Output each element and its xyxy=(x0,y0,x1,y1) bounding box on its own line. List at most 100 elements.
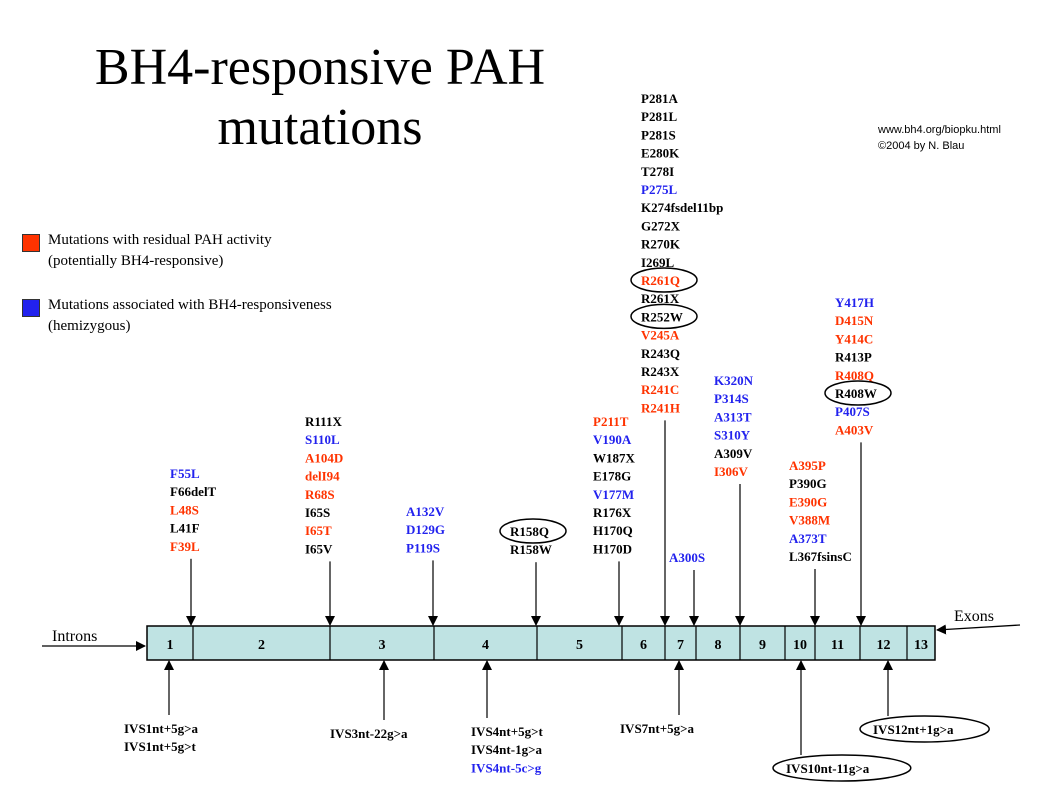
mutation-label: L367fsinsC xyxy=(789,549,852,564)
mutation-label: R252W xyxy=(641,309,683,324)
mutation-label: P211T xyxy=(593,414,629,429)
mutation-label: G272X xyxy=(641,218,681,233)
intron-label: IVS1nt+5g>a xyxy=(124,721,199,736)
mutation-label: W187X xyxy=(593,450,636,465)
mutation-label: V190A xyxy=(593,432,632,447)
mutation-label: V177M xyxy=(593,487,634,502)
mutation-label: Y414C xyxy=(835,331,873,346)
credit: www.bh4.org/biopku.html ©2004 by N. Blau xyxy=(878,122,1001,154)
mutation-label: A313T xyxy=(714,409,752,424)
mutation-label: A373T xyxy=(789,531,827,546)
exon-label-5: 5 xyxy=(576,638,583,653)
mutation-label: F39L xyxy=(170,539,200,554)
credit-copyright: ©2004 by N. Blau xyxy=(878,140,965,152)
mutation-label: R158Q xyxy=(510,524,549,539)
legend-red-swatch xyxy=(22,234,40,252)
mutation-label: D415N xyxy=(835,313,874,328)
mutation-label: H170Q xyxy=(593,523,633,538)
exon-bar xyxy=(146,625,936,661)
mutation-label: D129G xyxy=(406,522,445,537)
intron-label: IVS3nt-22g>a xyxy=(330,726,408,741)
mutation-label: E390G xyxy=(789,494,827,509)
mutation-label: R408Q xyxy=(835,368,874,383)
mutation-label: S310Y xyxy=(714,428,751,443)
mutation-label: R158W xyxy=(510,542,552,557)
exon-label-7: 7 xyxy=(677,638,684,653)
mutation-label: A309V xyxy=(714,446,753,461)
page-title: BH4-responsive PAH mutations xyxy=(40,38,600,158)
mutation-label: T278I xyxy=(641,164,674,179)
mutation-label: V388M xyxy=(789,513,830,528)
intron-label: IVS1nt+5g>t xyxy=(124,739,197,754)
mutation-label: I65T xyxy=(305,523,332,538)
exons-arrow xyxy=(936,624,1021,635)
mutation-label: P275L xyxy=(641,182,677,197)
intron-circle xyxy=(859,715,990,743)
mutation-label: F55L xyxy=(170,466,200,481)
intron-label: IVS4nt-5c>g xyxy=(471,760,542,775)
mutation-label: A132V xyxy=(406,504,445,519)
mutation-label: P407S xyxy=(835,404,870,419)
title-line-2: mutations xyxy=(217,99,423,156)
mutation-label: A104D xyxy=(305,450,343,465)
mutation-label: I65V xyxy=(305,541,333,556)
mutation-label: R111X xyxy=(305,414,342,429)
mutation-label: V245A xyxy=(641,328,680,343)
mutation-label: L41F xyxy=(170,521,200,536)
intron-circle xyxy=(772,754,912,782)
mutation-label: P119S xyxy=(406,540,440,555)
mutation-label: R68S xyxy=(305,487,335,502)
mutation-label: R408W xyxy=(835,386,877,401)
mutation-label: R241H xyxy=(641,400,680,415)
mutation-label: E280K xyxy=(641,146,680,161)
mutation-circle xyxy=(630,267,698,293)
exon-label-13: 13 xyxy=(914,638,928,653)
mutation-label: L48S xyxy=(170,502,199,517)
mutation-circle xyxy=(630,303,698,330)
mutation-label: A395P xyxy=(789,458,826,473)
mutation-label: R176X xyxy=(593,505,632,520)
legend-blue-line2: (hemizygous) xyxy=(48,318,131,334)
mutation-label: R243X xyxy=(641,364,680,379)
mutation-label: Y417H xyxy=(835,295,874,310)
mutation-label: R243Q xyxy=(641,346,680,361)
mutation-label: R241C xyxy=(641,382,679,397)
intron-label: IVS10nt-11g>a xyxy=(786,761,870,776)
exon-label-9: 9 xyxy=(759,638,766,653)
introns-label: Introns xyxy=(52,628,97,645)
intron-label: IVS4nt+5g>t xyxy=(471,724,544,739)
exon-label-10: 10 xyxy=(793,638,807,653)
credit-url: www.bh4.org/biopku.html xyxy=(878,124,1001,136)
mutation-label: P390G xyxy=(789,476,827,491)
intron-label: IVS7nt+5g>a xyxy=(620,721,695,736)
mutation-label: R261X xyxy=(641,291,680,306)
legend-blue-swatch xyxy=(22,299,40,317)
mutation-label: P281A xyxy=(641,91,678,106)
title-line-1: BH4-responsive PAH xyxy=(94,39,546,96)
legend-red-line1: Mutations with residual PAH activity xyxy=(48,232,272,248)
exons-label: Exons xyxy=(954,608,994,625)
mutation-label: I306V xyxy=(714,464,749,479)
mutation-circle xyxy=(824,380,892,406)
legend-blue-line1: Mutations associated with BH4-responsive… xyxy=(48,297,332,313)
mutation-label: E178G xyxy=(593,469,631,484)
mutation-label: R261Q xyxy=(641,273,680,288)
mutation-label: K320N xyxy=(714,373,754,388)
mutation-label: delI94 xyxy=(305,469,340,484)
exon-label-4: 4 xyxy=(482,638,489,653)
mutation-label: R413P xyxy=(835,350,872,365)
mutation-label: S110L xyxy=(305,432,340,447)
mutation-label: P314S xyxy=(714,391,749,406)
mutation-label: R270K xyxy=(641,237,681,252)
mutation-label: F66delT xyxy=(170,484,217,499)
legend-red-line2: (potentially BH4-responsive) xyxy=(48,253,224,269)
mutation-label: K274fsdel11bp xyxy=(641,200,723,215)
mutation-label: A300S xyxy=(669,550,705,565)
mutation-label: P281S xyxy=(641,127,676,142)
exon-label-2: 2 xyxy=(258,638,265,653)
mutation-label: H170D xyxy=(593,541,632,556)
mutation-label: I269L xyxy=(641,255,675,270)
exon-label-8: 8 xyxy=(715,638,722,653)
